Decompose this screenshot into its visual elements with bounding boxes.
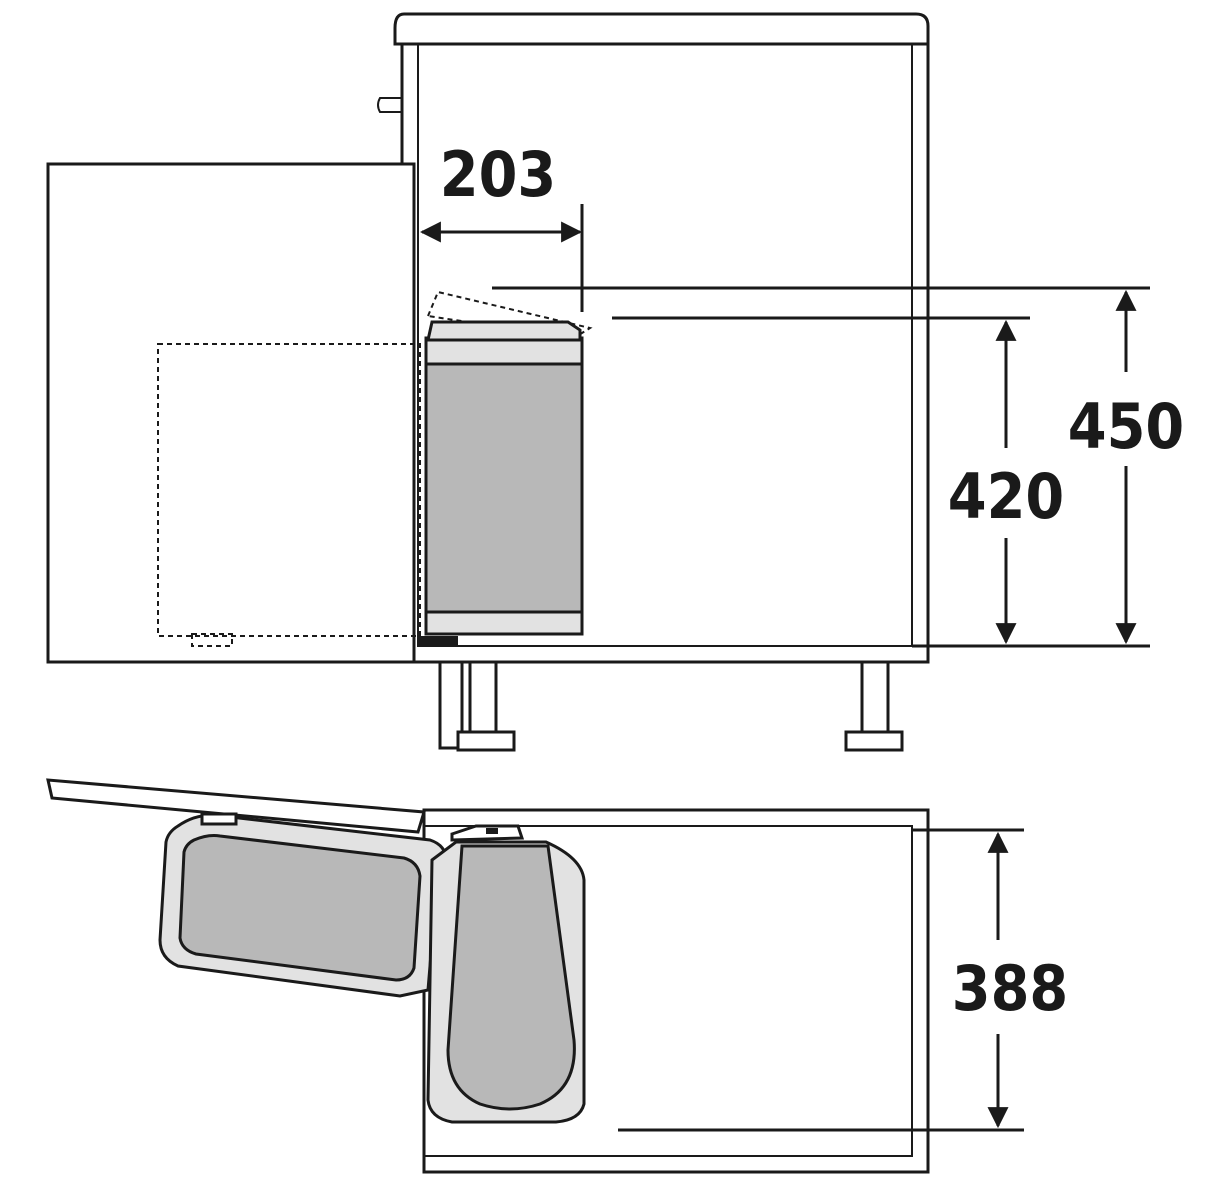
cabinet-plan-inner	[424, 825, 913, 1157]
dim-450-label: 450	[1068, 390, 1184, 463]
door-hinge	[377, 97, 403, 113]
cabinet-inner-outline	[417, 44, 913, 647]
waste-bin-bottom-band	[424, 610, 584, 636]
waste-bin-top-band	[424, 336, 584, 366]
cabinet-leg-front	[438, 660, 464, 750]
worktop	[393, 12, 930, 46]
waste-bin-body	[424, 336, 584, 636]
extended-bin-base-outline	[191, 633, 233, 647]
leg-foot-front	[456, 730, 516, 752]
side-elevation-view: 203 420 450	[46, 12, 1184, 752]
cabinet-leg-back	[860, 660, 890, 734]
open-lid-outline	[426, 290, 593, 340]
open-door-plan	[46, 778, 426, 834]
extended-bin-outline	[157, 343, 421, 637]
dim-388-label: 388	[952, 952, 1068, 1025]
waste-bin-base-rail	[418, 636, 458, 646]
cabinet-leg-front-inner	[468, 660, 498, 734]
waste-bin-lid	[426, 320, 582, 342]
dim-203-label: 203	[440, 138, 556, 211]
lid-hinge	[200, 812, 238, 826]
plan-view: 388	[46, 778, 1068, 1174]
bin-mount-pin	[486, 828, 498, 834]
door-mounted-lid-inner	[178, 834, 422, 982]
open-door-panel	[46, 162, 416, 664]
dim-420-label: 420	[948, 460, 1064, 533]
leg-foot-back	[844, 730, 904, 752]
waste-bin-plan-lid	[446, 844, 576, 1111]
